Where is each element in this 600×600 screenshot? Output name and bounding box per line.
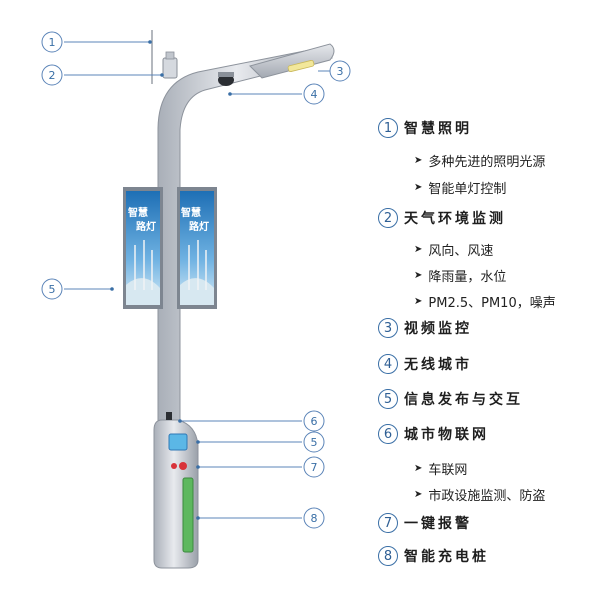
info-panel-right	[177, 187, 217, 309]
arrow-right-icon: ➤	[414, 463, 423, 474]
arrow-right-icon: ➤	[414, 489, 423, 500]
legend-section-2: 2 天气环境监测	[378, 208, 506, 228]
charging-pile-strip	[182, 477, 194, 553]
panel-right-line2: 路灯	[189, 220, 209, 233]
callout-2: 2	[49, 69, 56, 82]
legend-number: 1	[378, 118, 398, 138]
callout-4: 1	[49, 36, 56, 49]
legend-title: 信息发布与交互	[404, 392, 523, 408]
arrow-right-icon: ➤	[414, 270, 423, 281]
legend-title: 一键报警	[404, 516, 472, 532]
legend-section-8: 8 智能充电桩	[378, 546, 489, 566]
callout-5-panel: 5	[49, 283, 56, 296]
arrow-right-icon: ➤	[414, 296, 423, 307]
legend-number: 4	[378, 354, 398, 374]
legend-item: ➤PM2.5、PM10，噪声	[414, 296, 556, 311]
legend-item: ➤风向、风速	[414, 244, 494, 259]
legend-item: ➤市政设施监测、防盗	[414, 489, 546, 504]
arrow-right-icon: ➤	[414, 155, 423, 166]
panel-right-line1: 智慧	[181, 206, 201, 219]
legend-section-7: 7 一键报警	[378, 513, 472, 533]
legend-title: 视频监控	[404, 321, 472, 337]
legend-section-6: 6 城市物联网	[378, 424, 489, 444]
legend-number: 3	[378, 318, 398, 338]
callout-6: 6	[311, 415, 318, 428]
lamp-head	[249, 43, 335, 79]
interactive-screen	[168, 433, 188, 451]
legend-section-5: 5 信息发布与交互	[378, 389, 523, 409]
legend-title: 智能充电桩	[404, 549, 489, 565]
emergency-alarm-button	[179, 462, 187, 470]
callout-5-screen: 5	[311, 436, 318, 449]
legend-number: 5	[378, 389, 398, 409]
panel-left-line1: 智慧	[128, 206, 148, 219]
callout-7: 7	[311, 461, 318, 474]
weather-sensor	[162, 57, 178, 79]
legend-section-1: 1 智慧照明	[378, 118, 472, 138]
led-light-source	[287, 59, 315, 73]
callout-1: 3	[337, 65, 344, 78]
legend-item: ➤多种先进的照明光源	[414, 155, 546, 170]
legend-title: 城市物联网	[404, 427, 489, 443]
legend-title: 无线城市	[404, 357, 472, 373]
info-panel-left	[123, 187, 163, 309]
legend-number: 7	[378, 513, 398, 533]
legend-item: ➤车联网	[414, 463, 468, 478]
iot-sensor	[166, 412, 172, 420]
arrow-right-icon: ➤	[414, 182, 423, 193]
legend-item: ➤降雨量，水位	[414, 270, 507, 285]
legend-title: 智慧照明	[404, 121, 472, 137]
legend-section-3: 3 视频监控	[378, 318, 472, 338]
legend-item: ➤智能单灯控制	[414, 182, 507, 197]
panel-left-line2: 路灯	[136, 220, 156, 233]
callout-8: 8	[311, 512, 318, 525]
arrow-right-icon: ➤	[414, 244, 423, 255]
legend-number: 6	[378, 424, 398, 444]
legend-title: 天气环境监测	[404, 211, 506, 227]
legend-section-4: 4 无线城市	[378, 354, 472, 374]
legend-number: 2	[378, 208, 398, 228]
legend-number: 8	[378, 546, 398, 566]
callout-3: 4	[311, 88, 318, 101]
